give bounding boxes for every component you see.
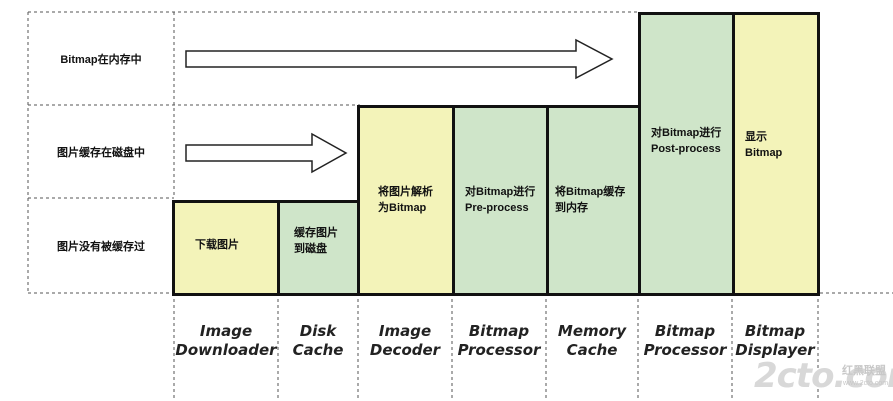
row-label-not-cached: 图片没有被缓存过	[57, 240, 145, 253]
stage-block-bitmap-displayer: 显示 Bitmap	[732, 12, 820, 296]
stage-block-text: 显示 Bitmap	[745, 131, 783, 159]
stage-block-bitmap-post-processor: 对Bitmap进行 Post-process	[638, 12, 735, 296]
stage-name-bitmap-displayer: Bitmap Displayer	[735, 322, 815, 359]
stage-block-text: 下载图片	[195, 239, 239, 251]
row-label-on-disk: 图片缓存在磁盘中	[57, 146, 145, 159]
stage-block-image-downloader: 下载图片	[172, 200, 280, 296]
stage-block-memory-cache: 将Bitmap缓存 到内存	[546, 105, 641, 296]
stage-name-memory-cache: Memory Cache	[557, 322, 627, 359]
stage-block-text: 将Bitmap缓存 到内存	[555, 186, 626, 214]
stage-name-bitmap-post-processor: Bitmap Processor	[643, 322, 727, 359]
watermark-logo: 2cto.com	[754, 356, 893, 396]
stage-block-text: 将图片解析 为Bitmap	[378, 186, 433, 214]
stage-block-disk-cache: 缓存图片 到磁盘	[277, 200, 360, 296]
arrow-row-2-icon	[185, 132, 348, 174]
watermark-cn: 红黑联盟	[842, 365, 886, 377]
stage-block-text: 对Bitmap进行 Post-process	[651, 127, 722, 155]
stage-name-disk-cache: Disk Cache	[292, 322, 344, 359]
stage-block-image-decoder: 将图片解析 为Bitmap	[357, 105, 455, 296]
stage-name-image-decoder: Image Decoder	[369, 322, 441, 359]
watermark-url: www.2cto.com	[843, 380, 889, 387]
row-label-in-memory: Bitmap在内存中	[60, 53, 142, 66]
stage-block-bitmap-pre-processor: 对Bitmap进行 Pre-process	[452, 105, 549, 296]
arrow-row-1-icon	[185, 38, 614, 80]
stage-name-image-downloader: Image Downloader	[175, 322, 277, 359]
stage-block-text: 对Bitmap进行 Pre-process	[465, 186, 536, 214]
stage-name-bitmap-pre-processor: Bitmap Processor	[457, 322, 541, 359]
stage-block-text: 缓存图片 到磁盘	[294, 227, 338, 255]
